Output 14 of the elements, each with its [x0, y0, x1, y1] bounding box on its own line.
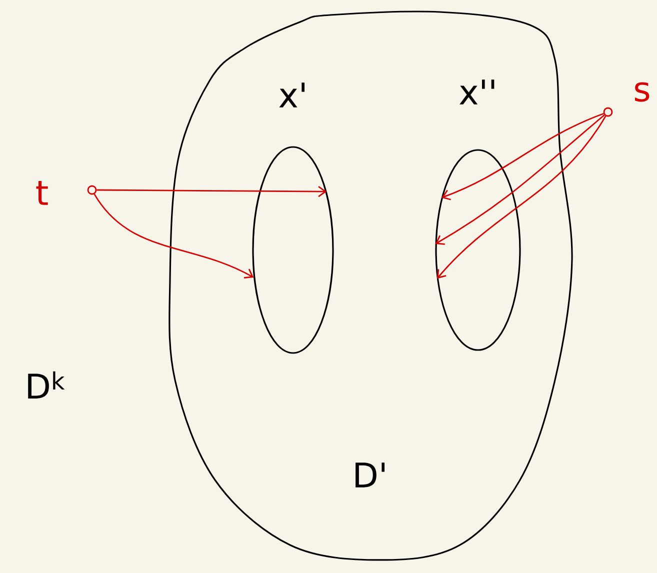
arrow	[94, 194, 254, 278]
point-marker	[603, 107, 613, 117]
point-marker	[87, 185, 97, 195]
hole-outline: x''	[435, 80, 521, 351]
point-label: t	[36, 181, 48, 205]
node-label: x''	[460, 80, 494, 104]
hole-outline: x'	[252, 82, 334, 354]
point-label: s	[635, 82, 650, 102]
arrow	[441, 112, 604, 200]
region-label: D$^{k}$	[28, 371, 65, 399]
arrow	[436, 116, 606, 279]
node-label: x'	[279, 82, 304, 108]
arrow	[96, 186, 327, 198]
arrow	[435, 114, 605, 245]
